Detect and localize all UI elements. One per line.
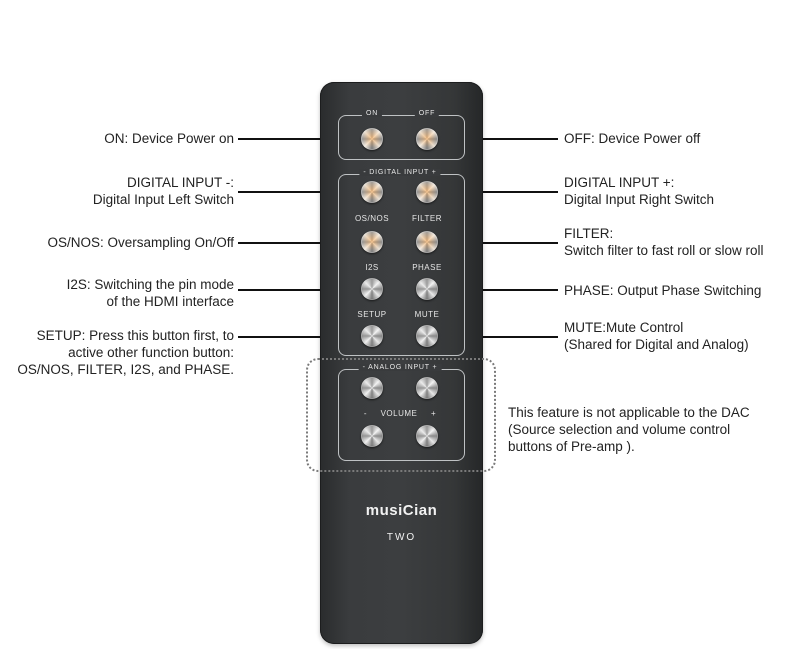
osnos-label: OS/NOS: [354, 214, 390, 223]
callout-digital-minus: DIGITAL INPUT -: Digital Input Left Swit…: [93, 174, 234, 208]
callout-setup: SETUP: Press this button first, to activ…: [17, 327, 234, 378]
model-name: TWO: [386, 532, 417, 543]
phase-button[interactable]: [416, 278, 438, 300]
callout-line: Digital Input Right Switch: [564, 192, 715, 207]
analog-section-highlight: [306, 358, 496, 472]
callout-filter: FILTER: Switch filter to fast roll or sl…: [564, 225, 764, 259]
setup-label: SETUP: [357, 310, 387, 319]
i2s-button[interactable]: [361, 278, 383, 300]
callout-line: Digital Input Left Switch: [92, 192, 234, 207]
callout-line: ON: Device Power on: [104, 131, 234, 146]
callout-line: MUTE:Mute Control: [564, 320, 684, 335]
off-label: OFF: [414, 110, 440, 117]
callout-line: OS/NOS: Oversampling On/Off: [47, 235, 234, 250]
callout-line: FILTER:: [564, 226, 614, 241]
osnos-button[interactable]: [361, 231, 383, 253]
analog-note: This feature is not applicable to the DA…: [508, 404, 750, 455]
setup-button[interactable]: [361, 325, 383, 347]
mute-label: MUTE: [414, 310, 440, 319]
callout-line: PHASE: Output Phase Switching: [564, 283, 762, 298]
callout-osnos: OS/NOS: Oversampling On/Off: [47, 234, 234, 251]
analog-note-line: buttons of Pre-amp ).: [508, 439, 635, 454]
digital-input-title: - DIGITAL INPUT +: [359, 169, 441, 176]
callout-line: active other function button:: [68, 345, 234, 360]
volume-label: - VOLUME +: [363, 409, 437, 418]
mute-button[interactable]: [416, 325, 438, 347]
volume-minus-button[interactable]: [361, 425, 383, 447]
callout-line: of the HDMI interface: [106, 294, 234, 309]
remote-control: ON OFF - DIGITAL INPUT + OS/NOS FILTER I…: [320, 82, 483, 644]
callout-mute: MUTE:Mute Control (Shared for Digital an…: [564, 319, 749, 353]
callout-off: OFF: Device Power off: [564, 130, 700, 147]
digital-input-frame: [338, 174, 465, 356]
digital-input-plus-button[interactable]: [416, 181, 438, 203]
callout-line: DIGITAL INPUT +:: [564, 175, 675, 190]
callout-line: OFF: Device Power off: [564, 131, 701, 146]
volume-plus-button[interactable]: [416, 425, 438, 447]
callout-line: DIGITAL INPUT -:: [126, 175, 234, 190]
off-button[interactable]: [416, 128, 438, 150]
analog-input-title: - ANALOG INPUT +: [358, 364, 442, 371]
callout-line: (Shared for Digital and Analog): [564, 337, 749, 352]
callout-line: OS/NOS, FILTER, I2S, and PHASE.: [17, 362, 234, 377]
digital-input-minus-button[interactable]: [361, 181, 383, 203]
filter-button[interactable]: [416, 231, 438, 253]
i2s-label: I2S: [365, 263, 379, 272]
on-button[interactable]: [361, 128, 383, 150]
analog-note-line: This feature is not applicable to the DA…: [508, 405, 750, 420]
callout-on: ON: Device Power on: [104, 130, 234, 147]
callout-i2s: I2S: Switching the pin mode of the HDMI …: [67, 276, 234, 310]
callout-phase: PHASE: Output Phase Switching: [564, 282, 761, 299]
callout-digital-plus: DIGITAL INPUT +: Digital Input Right Swi…: [564, 174, 714, 208]
analog-note-line: (Source selection and volume control: [508, 422, 731, 437]
callout-line: SETUP: Press this button first, to: [36, 328, 234, 343]
on-label: ON: [361, 110, 383, 117]
brand-logo: musiCian: [365, 502, 438, 519]
analog-input-minus-button[interactable]: [361, 377, 383, 399]
callout-line: I2S: Switching the pin mode: [66, 277, 234, 292]
filter-label: FILTER: [412, 214, 442, 223]
analog-input-plus-button[interactable]: [416, 377, 438, 399]
callout-line: Switch filter to fast roll or slow roll: [564, 243, 764, 258]
phase-label: PHASE: [412, 263, 442, 272]
power-button-frame: [338, 115, 465, 160]
